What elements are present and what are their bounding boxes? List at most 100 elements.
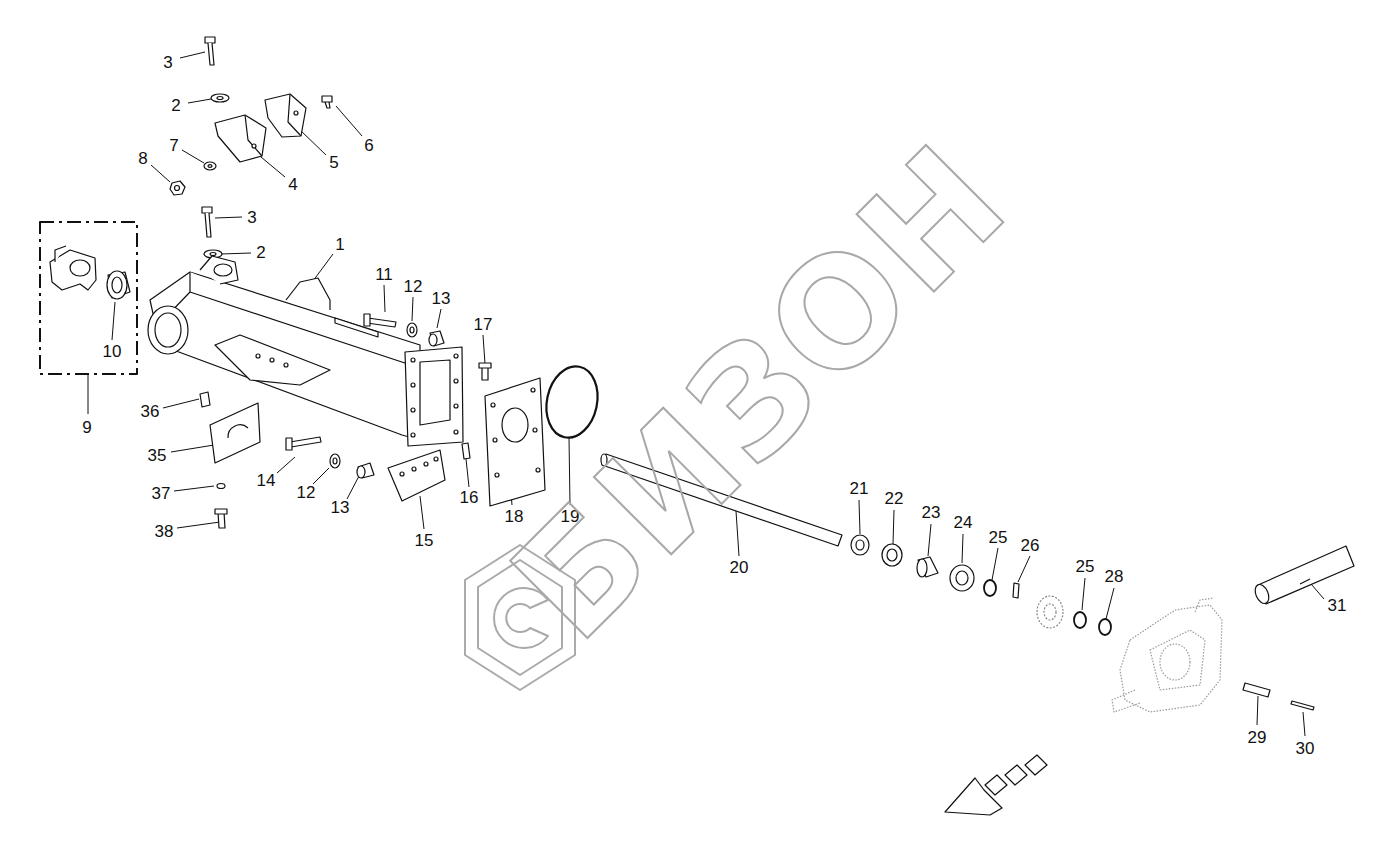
- pin-part: [1252, 582, 1271, 605]
- bolt-part: [479, 363, 491, 368]
- nut-part: [170, 181, 185, 195]
- gearbox-part: [1150, 630, 1205, 690]
- leader-line: [182, 150, 204, 163]
- leader-line: [88, 374, 89, 414]
- callout-number: 25: [989, 529, 1008, 546]
- beam-part: [411, 408, 415, 412]
- leader-line: [466, 459, 469, 487]
- leader-line: [420, 496, 424, 529]
- callout-number: 9: [82, 419, 91, 436]
- bolt-part: [367, 318, 396, 327]
- bolt-part: [322, 96, 332, 108]
- beam-part: [454, 430, 458, 434]
- o-ring-part: [540, 362, 604, 443]
- plate-part: [491, 403, 495, 407]
- gearbox-part: [1160, 644, 1190, 680]
- beam-part: [420, 360, 450, 425]
- callout-number: 6: [364, 137, 373, 154]
- bearing-part: [950, 565, 974, 591]
- clamp-part: [50, 246, 96, 290]
- beam-part: [148, 306, 188, 354]
- bearing-part: [887, 549, 897, 561]
- callout-number: 3: [163, 54, 172, 71]
- beam-part: [270, 358, 274, 362]
- leader-line: [962, 534, 963, 563]
- gearbox-part: [1120, 605, 1222, 712]
- bearing-part: [956, 571, 968, 585]
- callout-number: 25: [1076, 558, 1095, 575]
- key-part: [1013, 583, 1019, 598]
- plate-part: [210, 403, 260, 463]
- callout-number: 5: [329, 154, 338, 171]
- washer-part: [211, 94, 229, 102]
- beam-part: [411, 383, 415, 387]
- nut-part: [175, 186, 180, 191]
- beam-part: [411, 433, 415, 437]
- bracket-part: [288, 94, 301, 136]
- leader-line: [221, 253, 251, 254]
- beam-part: [150, 272, 420, 440]
- pin-part: [200, 392, 210, 407]
- bolt-part: [364, 314, 370, 326]
- washer-part: [217, 97, 223, 100]
- bolt-part: [286, 438, 292, 450]
- plate-part: [495, 473, 499, 477]
- beam-part: [454, 379, 458, 383]
- beam-part: [454, 354, 458, 358]
- plate-part: [412, 467, 416, 471]
- leader-line: [893, 510, 894, 544]
- beam-part: [286, 278, 330, 310]
- leader-line: [1018, 556, 1030, 582]
- leader-line: [992, 548, 998, 580]
- bearing-part: [918, 557, 938, 577]
- callout-number: 4: [288, 176, 297, 193]
- beam-part: [454, 404, 458, 408]
- plate-part: [210, 378, 545, 506]
- clamp-part: [55, 246, 66, 262]
- leader-line: [112, 302, 115, 340]
- beam-part: [284, 363, 288, 367]
- leader-line: [1106, 588, 1114, 619]
- callout-number: 22: [885, 490, 904, 507]
- gear-part: [1037, 596, 1063, 628]
- bushing-part: [107, 271, 127, 299]
- plate-part: [502, 408, 528, 442]
- callout-number: 35: [148, 447, 167, 464]
- callout-number: 2: [171, 97, 180, 114]
- bushing-part: [429, 334, 437, 346]
- callout-number: 15: [415, 532, 434, 549]
- leader-line: [859, 500, 860, 534]
- o-ring-part: [540, 362, 604, 443]
- washer-part: [407, 323, 417, 337]
- bearing-part: [851, 535, 974, 591]
- bolt-part: [205, 213, 211, 237]
- bolt-part: [290, 437, 321, 447]
- bearing-part: [917, 559, 927, 577]
- washer-part: [204, 162, 216, 170]
- beam-part: [148, 256, 463, 446]
- leader-line: [300, 130, 326, 155]
- leader-line: [336, 106, 362, 136]
- bracket-part: [215, 94, 306, 162]
- plate-part: [388, 450, 445, 501]
- washer-part: [210, 253, 216, 256]
- callout-number: 37: [152, 485, 171, 502]
- washer-part: [208, 165, 212, 168]
- bearing-part: [851, 535, 869, 555]
- direction-arrow: [1025, 755, 1047, 775]
- leader-line: [483, 335, 485, 364]
- gearbox-part: [1112, 598, 1222, 712]
- bracket-part: [245, 115, 262, 156]
- plate-part: [228, 425, 248, 438]
- callout-number: 8: [138, 150, 147, 167]
- plate-part: [400, 472, 404, 476]
- callout-number: 31: [1328, 597, 1347, 614]
- bolt-part: [208, 43, 214, 65]
- leader-line: [174, 486, 214, 491]
- callout-number: 29: [1248, 729, 1267, 746]
- beam-part: [200, 256, 238, 284]
- bearing-part: [856, 540, 864, 550]
- callout-number: 13: [432, 290, 451, 307]
- ring-part: [1074, 612, 1086, 628]
